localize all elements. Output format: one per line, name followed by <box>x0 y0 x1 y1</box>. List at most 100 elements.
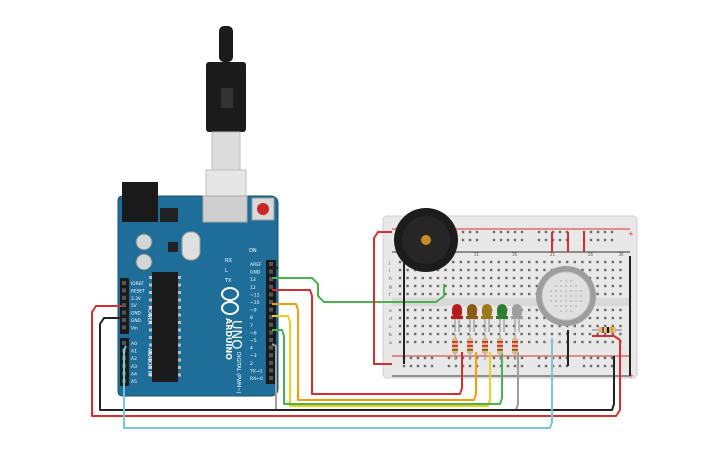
breadboard-hole[interactable] <box>482 284 485 288</box>
digital-pin[interactable] <box>269 376 273 380</box>
breadboard-hole[interactable] <box>436 308 440 312</box>
rail-hole[interactable] <box>513 238 517 242</box>
breadboard-hole[interactable] <box>535 308 538 312</box>
breadboard-hole[interactable] <box>596 284 599 288</box>
breadboard-hole[interactable] <box>490 324 493 328</box>
breadboard-hole[interactable] <box>535 340 538 344</box>
breadboard-hole[interactable] <box>558 340 561 344</box>
rail-hole[interactable] <box>468 364 472 368</box>
breadboard-hole[interactable] <box>436 324 440 328</box>
breadboard-hole[interactable] <box>566 324 569 328</box>
breadboard-hole[interactable] <box>596 268 599 272</box>
breadboard-hole[interactable] <box>474 332 478 336</box>
breadboard-hole[interactable] <box>528 292 531 296</box>
breadboard-hole[interactable] <box>429 316 432 320</box>
breadboard-hole[interactable] <box>611 268 614 272</box>
breadboard-hole[interactable] <box>467 284 470 288</box>
breadboard-hole[interactable] <box>512 260 516 264</box>
rail-hole[interactable] <box>506 230 510 234</box>
digital-pin[interactable] <box>269 300 273 304</box>
led[interactable] <box>511 304 523 332</box>
breadboard-hole[interactable] <box>467 292 470 296</box>
breadboard-hole[interactable] <box>604 284 607 288</box>
rail-hole[interactable] <box>589 238 593 242</box>
breadboard-hole[interactable] <box>474 324 478 328</box>
breadboard-hole[interactable] <box>512 268 516 272</box>
breadboard-hole[interactable] <box>421 276 424 280</box>
breadboard-hole[interactable] <box>619 316 622 320</box>
breadboard-hole[interactable] <box>596 308 599 312</box>
breadboard-hole[interactable] <box>588 260 592 264</box>
rail-hole[interactable] <box>537 364 541 368</box>
breadboard-hole[interactable] <box>406 284 409 288</box>
breadboard-hole[interactable] <box>421 284 424 288</box>
power-pin[interactable] <box>122 281 126 285</box>
breadboard-hole[interactable] <box>520 332 523 336</box>
breadboard-hole[interactable] <box>604 292 607 296</box>
breadboard-hole[interactable] <box>429 276 432 280</box>
rail-hole[interactable] <box>430 356 434 360</box>
breadboard-hole[interactable] <box>444 332 447 336</box>
breadboard-hole[interactable] <box>520 340 523 344</box>
breadboard-hole[interactable] <box>528 260 531 264</box>
breadboard-hole[interactable] <box>505 268 508 272</box>
breadboard-hole[interactable] <box>421 332 424 336</box>
breadboard-hole[interactable] <box>467 332 470 336</box>
breadboard-hole[interactable] <box>490 332 493 336</box>
rail-hole[interactable] <box>461 230 465 234</box>
digital-pin[interactable] <box>269 345 273 350</box>
breadboard-hole[interactable] <box>543 340 546 344</box>
breadboard-hole[interactable] <box>459 340 462 344</box>
breadboard-hole[interactable] <box>436 332 440 336</box>
breadboard-hole[interactable] <box>535 276 538 280</box>
breadboard-hole[interactable] <box>573 324 576 328</box>
wire-green-pin9[interactable] <box>272 329 503 405</box>
led[interactable] <box>451 304 463 332</box>
rail-hole[interactable] <box>468 238 472 242</box>
rail-hole[interactable] <box>589 356 593 360</box>
breadboard-hole[interactable] <box>414 284 417 288</box>
breadboard-hole[interactable] <box>604 260 607 264</box>
resistor[interactable] <box>512 334 518 360</box>
digital-pin[interactable] <box>269 360 273 365</box>
breadboard-hole[interactable] <box>505 284 508 288</box>
breadboard-hole[interactable] <box>604 324 607 328</box>
rail-hole[interactable] <box>468 230 472 234</box>
power-pin[interactable] <box>122 318 126 322</box>
rail-hole[interactable] <box>596 230 600 234</box>
rail-hole[interactable] <box>416 364 420 368</box>
breadboard-hole[interactable] <box>604 308 607 312</box>
breadboard-hole[interactable] <box>528 340 531 344</box>
led[interactable] <box>481 304 493 332</box>
breadboard-hole[interactable] <box>611 340 614 344</box>
rail-hole[interactable] <box>558 238 562 242</box>
breadboard-hole[interactable] <box>452 332 455 336</box>
breadboard-hole[interactable] <box>444 316 447 320</box>
breadboard-hole[interactable] <box>398 340 402 344</box>
breadboard-hole[interactable] <box>611 292 614 296</box>
breadboard-hole[interactable] <box>482 276 485 280</box>
wire-orange-pin11[interactable] <box>272 303 477 401</box>
digital-pin[interactable] <box>269 292 273 297</box>
digital-pin[interactable] <box>269 353 273 358</box>
usb-cable[interactable] <box>205 26 247 219</box>
rail-hole[interactable] <box>461 238 465 242</box>
breadboard-hole[interactable] <box>467 260 470 264</box>
power-pin[interactable] <box>122 310 126 315</box>
rail-hole[interactable] <box>506 356 510 360</box>
breadboard-hole[interactable] <box>414 316 417 320</box>
rail-hole[interactable] <box>499 238 503 242</box>
rail-hole[interactable] <box>430 364 434 368</box>
resistor[interactable] <box>467 334 473 360</box>
rail-hole[interactable] <box>506 364 510 368</box>
breadboard-hole[interactable] <box>490 268 493 272</box>
breadboard-hole[interactable] <box>406 308 409 312</box>
breadboard-hole[interactable] <box>596 340 599 344</box>
breadboard-hole[interactable] <box>490 276 493 280</box>
breadboard-hole[interactable] <box>528 316 531 320</box>
breadboard-hole[interactable] <box>459 260 462 264</box>
rail-hole[interactable] <box>544 238 548 242</box>
breadboard-hole[interactable] <box>436 292 440 296</box>
breadboard-hole[interactable] <box>604 332 607 336</box>
